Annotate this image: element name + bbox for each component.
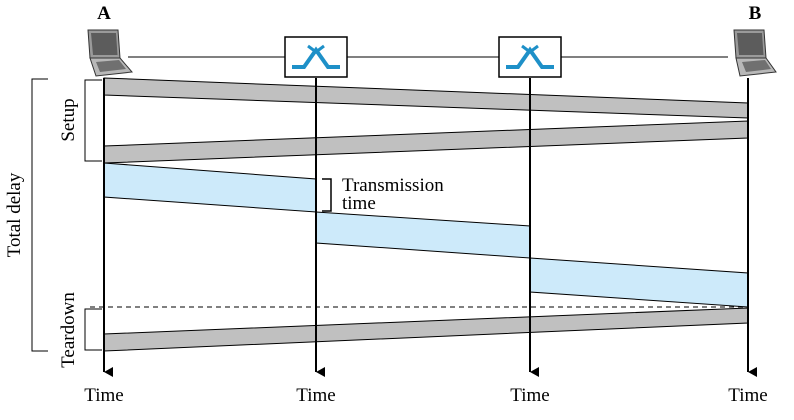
laptop-icon	[87, 29, 133, 77]
setup-request-band	[103, 77, 749, 119]
laptop-icon	[733, 29, 777, 77]
time-label-a: Time	[84, 385, 123, 406]
time-label-b: Time	[728, 385, 767, 406]
transmission-time-label: Transmission	[342, 175, 444, 196]
time-label-switch-1: Time	[296, 385, 335, 406]
teardown-band	[103, 307, 749, 352]
time-label-switch-2: Time	[510, 385, 549, 406]
teardown-bracket	[84, 308, 102, 351]
teardown-label: Teardown	[58, 292, 79, 368]
transmission-time-bracket	[322, 178, 332, 212]
total-delay-bracket	[31, 78, 48, 352]
transmission-time-label-2: time	[342, 193, 376, 214]
setup-bracket	[84, 79, 102, 162]
data-band-hop2	[315, 211, 531, 259]
switch-icon	[498, 36, 562, 78]
total-delay-label: Total delay	[4, 172, 25, 257]
setup-reply-band	[103, 120, 749, 164]
switch-icon	[284, 36, 348, 78]
node-label-a: A	[97, 3, 111, 24]
data-band-hop1	[103, 162, 317, 213]
setup-label: Setup	[58, 98, 79, 141]
node-label-b: B	[749, 3, 762, 24]
data-band-hop3	[529, 257, 749, 308]
